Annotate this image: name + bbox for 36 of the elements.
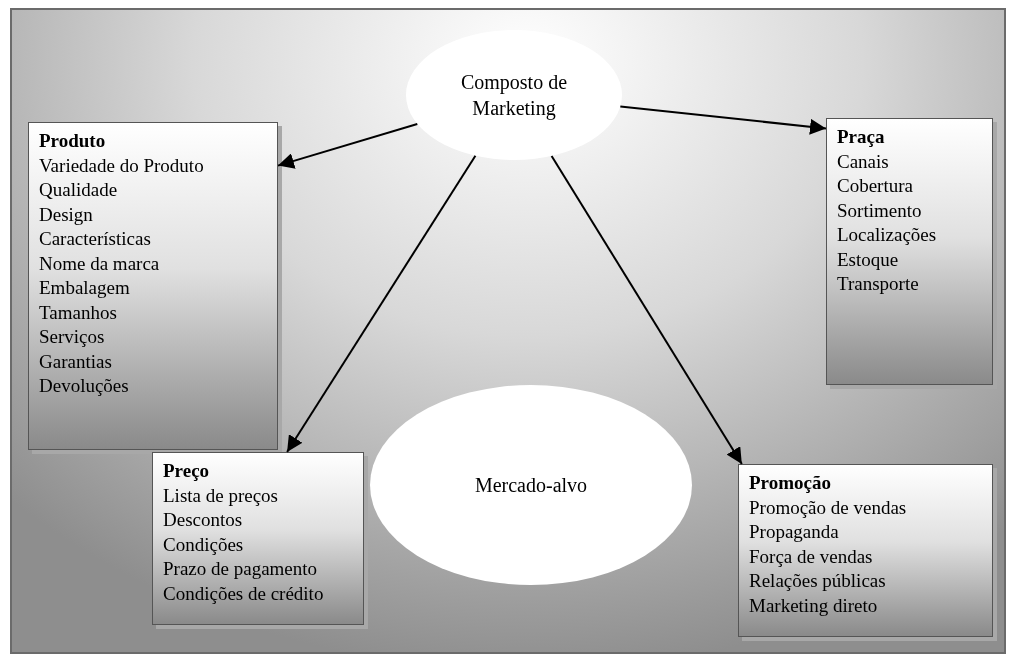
list-item: Condições — [163, 532, 244, 557]
arrow — [277, 122, 419, 169]
list-item: Canais — [837, 149, 889, 174]
list-item: Serviços — [39, 325, 105, 349]
list-item: Relações públicas — [749, 569, 886, 593]
ellipse-label: Composto de Marketing — [459, 70, 569, 121]
list-item: Condições de crédito — [163, 581, 324, 606]
list-item: Sortimento — [837, 198, 922, 223]
list-item: Características — [39, 227, 151, 251]
list-item: Força de vendas — [749, 544, 873, 569]
list-item: Localizações — [837, 223, 937, 247]
arrow — [619, 105, 827, 135]
box-heading: Praça — [837, 125, 885, 149]
arrow — [286, 154, 477, 453]
box-heading: Preço — [163, 459, 210, 483]
box-heading: Produto — [39, 129, 106, 153]
box-heading: Promoção — [749, 471, 831, 495]
list-item: Propaganda — [749, 520, 839, 544]
list-item: Variedade do Produto — [39, 153, 204, 178]
list-item: Cobertura — [837, 174, 913, 198]
list-item: Prazo de pagamento — [163, 557, 318, 581]
list-item: Descontos — [163, 508, 243, 532]
list-item: Marketing direto — [749, 593, 878, 618]
list-item: Promoção de vendas — [749, 495, 907, 520]
list-item: Nome da marca — [39, 251, 160, 276]
list-item: Design — [39, 202, 93, 227]
list-item: Embalagem — [39, 276, 130, 300]
list-item: Garantias — [39, 349, 112, 374]
list-item: Transporte — [837, 272, 919, 296]
list-item: Estoque — [837, 247, 899, 272]
list-item: Lista de preços — [163, 483, 278, 508]
list-item: Devoluções — [39, 374, 129, 398]
ellipse-label: Mercado-alvo — [473, 473, 589, 498]
list-item: Tamanhos — [39, 300, 117, 325]
list-item: Qualidade — [39, 178, 118, 202]
arrow — [550, 154, 743, 465]
